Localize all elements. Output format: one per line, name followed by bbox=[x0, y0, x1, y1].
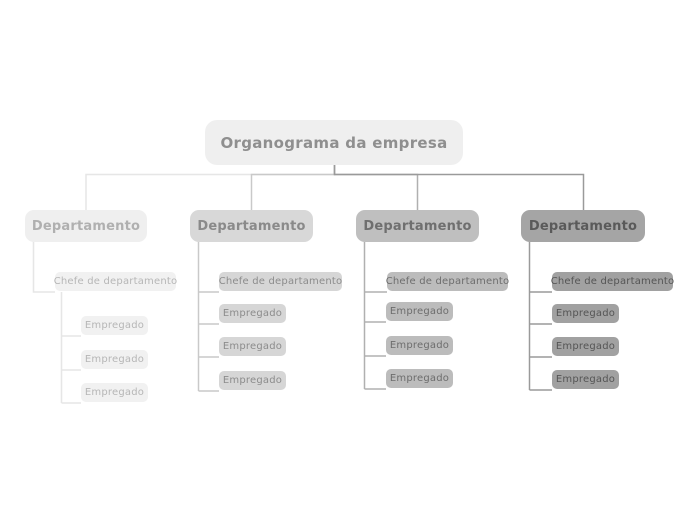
chefe-node-3[interactable]: Chefe de departamento bbox=[386, 272, 509, 291]
department-node-1[interactable]: Departamento bbox=[25, 210, 147, 242]
connector-dept4-children bbox=[528, 242, 552, 391]
empregado-node-3-1[interactable]: Empregado bbox=[386, 302, 453, 321]
connector-chefe1-to-empregados bbox=[60, 292, 81, 404]
empregado-node-4-3[interactable]: Empregado bbox=[552, 370, 619, 389]
connector-root-to-dept-3 bbox=[333, 165, 419, 210]
empregado-node-4-2[interactable]: Empregado bbox=[552, 337, 619, 356]
chefe-node-2[interactable]: Chefe de departamento bbox=[219, 272, 342, 291]
empregado-node-2-3[interactable]: Empregado bbox=[219, 371, 286, 390]
empregado-node-4-1[interactable]: Empregado bbox=[552, 304, 619, 323]
root-node[interactable]: Organograma da empresa bbox=[205, 120, 463, 165]
empregado-node-2-1[interactable]: Empregado bbox=[219, 304, 286, 323]
empregado-node-1-3[interactable]: Empregado bbox=[81, 383, 148, 402]
empregado-node-3-2[interactable]: Empregado bbox=[386, 336, 453, 355]
empregado-node-1-2[interactable]: Empregado bbox=[81, 350, 148, 369]
connector-dept2-children bbox=[197, 242, 219, 392]
connector-root-to-dept-4 bbox=[333, 165, 585, 210]
empregado-node-2-2[interactable]: Empregado bbox=[219, 337, 286, 356]
chefe-node-1[interactable]: Chefe de departamento bbox=[54, 272, 177, 291]
department-node-4[interactable]: Departamento bbox=[521, 210, 645, 242]
connector-dept1-to-chefe bbox=[32, 242, 55, 293]
empregado-node-3-3[interactable]: Empregado bbox=[386, 369, 453, 388]
department-node-3[interactable]: Departamento bbox=[356, 210, 479, 242]
connector-root-to-dept-2 bbox=[250, 165, 336, 210]
chefe-node-4[interactable]: Chefe de departamento bbox=[551, 272, 674, 291]
connector-root-to-dept-1 bbox=[85, 165, 336, 210]
empregado-node-1-1[interactable]: Empregado bbox=[81, 316, 148, 335]
connector-dept3-children bbox=[363, 242, 387, 390]
department-node-2[interactable]: Departamento bbox=[190, 210, 313, 242]
